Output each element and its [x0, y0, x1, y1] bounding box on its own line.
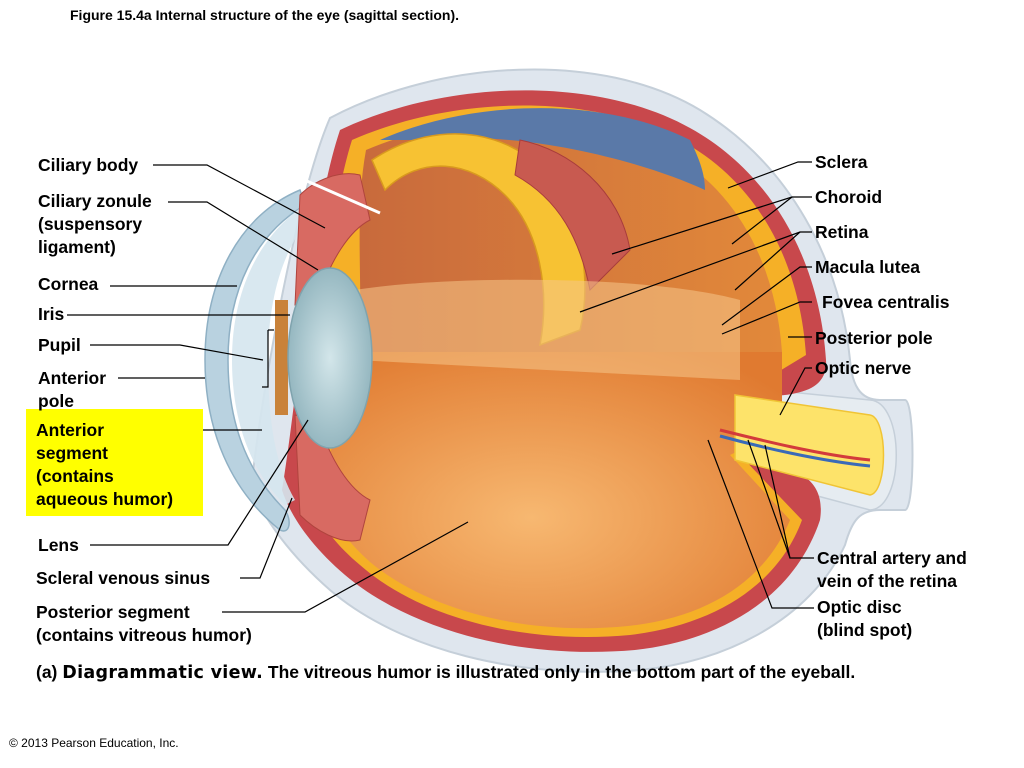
label-central-artery-2: vein of the retina [817, 571, 958, 591]
label-central-artery-1: Central artery and [817, 548, 967, 568]
label-ciliary-zonule-2: (suspensory [38, 214, 143, 234]
label-ciliary-zonule-1: Ciliary zonule [38, 191, 152, 211]
label-iris: Iris [38, 304, 65, 324]
label-lens: Lens [38, 535, 79, 555]
label-anterior-segment-3: (contains [36, 466, 114, 486]
label-optic-nerve: Optic nerve [815, 358, 912, 378]
anterior-segment-highlight [26, 409, 203, 516]
iris [275, 300, 288, 415]
label-cornea: Cornea [38, 274, 99, 294]
vitreous-top-band [355, 279, 740, 380]
label-posterior-segment-2: (contains vitreous humor) [36, 625, 252, 645]
vitreous-humor [320, 352, 790, 629]
label-scleral-venous-sinus: Scleral venous sinus [36, 568, 211, 588]
label-fovea-centralis: Fovea centralis [822, 292, 950, 312]
choroid-flap [514, 139, 631, 292]
label-anterior-pole-2: pole [38, 391, 74, 411]
central-vein [719, 434, 871, 468]
caption-lead: Diagrammatic view. [62, 663, 264, 683]
figure-caption: (a) Diagrammatic view. The vitreous humo… [36, 662, 855, 683]
label-anterior-segment-1: Anterior [36, 420, 105, 440]
label-posterior-segment-1: Posterior segment [36, 602, 190, 622]
label-ciliary-body: Ciliary body [38, 155, 139, 175]
label-posterior-pole: Posterior pole [815, 328, 933, 348]
label-choroid: Choroid [815, 187, 883, 207]
label-ciliary-zonule-3: ligament) [38, 237, 116, 257]
caption-tag: (a) [36, 662, 58, 682]
label-pupil: Pupil [38, 335, 81, 355]
label-sclera: Sclera [815, 152, 868, 172]
label-optic-disc-1: Optic disc [817, 597, 902, 617]
label-optic-disc-2: (blind spot) [817, 620, 913, 640]
central-artery [719, 428, 871, 462]
label-anterior-segment-4: aqueous humor) [36, 489, 174, 509]
label-anterior-segment-2: segment [36, 443, 108, 463]
figure-title: Figure 15.4a Internal structure of the e… [70, 7, 459, 23]
optic-nerve [734, 394, 885, 496]
caption-rest: The vitreous humor is illustrated only i… [267, 662, 856, 682]
copyright: © 2013 Pearson Education, Inc. [9, 736, 179, 750]
lens [287, 267, 373, 449]
label-anterior-pole-1: Anterior [38, 368, 107, 388]
leader-lines [67, 161, 814, 613]
label-macula-lutea: Macula lutea [815, 257, 921, 277]
label-retina: Retina [815, 222, 869, 242]
detached-space [380, 108, 705, 190]
